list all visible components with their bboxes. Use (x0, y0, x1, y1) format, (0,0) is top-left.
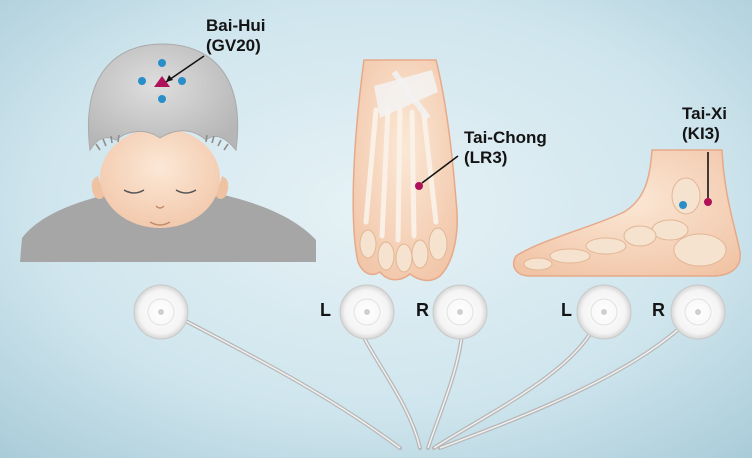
electrode-pad-icon (339, 284, 395, 340)
electrode-side-label-right: R (652, 300, 665, 320)
lr3-code: (LR3) (464, 148, 508, 167)
eye-right (175, 189, 197, 194)
electrode-side-label-right: R (416, 300, 429, 320)
aux-point-right (178, 77, 186, 85)
eye-left (123, 189, 145, 194)
gv20-marker (154, 76, 170, 87)
gv20-name: Bai-Hui (206, 16, 266, 35)
foot-medial-illustration (512, 149, 741, 277)
aux-point-top (158, 59, 166, 67)
lr3-label: Tai-Chong (LR3) (464, 128, 547, 168)
ki3-name: Tai-Xi (682, 104, 728, 123)
lr3-pointer (421, 155, 459, 184)
mouth (149, 221, 171, 226)
lr3-name: Tai-Chong (464, 128, 547, 147)
aux-point-left (138, 77, 146, 85)
gv20-code: (GV20) (206, 36, 261, 55)
face (100, 128, 220, 228)
gv20-label: Bai-Hui (GV20) (206, 16, 266, 56)
ear-right (216, 176, 229, 199)
electrode-pad-icon (576, 284, 632, 340)
ki3-aux-point (679, 201, 687, 209)
ear-left (91, 176, 104, 199)
aux-point-bottom (158, 95, 166, 103)
child-head-illustration (20, 43, 316, 262)
electrode-side-label-left: L (561, 300, 572, 320)
gv20-arrow (165, 55, 205, 83)
foot-dorsal-skin (352, 59, 458, 282)
ki3-marker (704, 198, 712, 206)
electrode-pad-icon (432, 284, 488, 340)
ki3-label: Tai-Xi (KI3) (682, 104, 727, 144)
lr3-marker (415, 182, 423, 190)
ki3-code: (KI3) (682, 124, 720, 143)
electrode-side-label-left: L (320, 300, 331, 320)
electrode-pad-icon (133, 284, 189, 340)
electrode-pad-icon (670, 284, 726, 340)
nose (155, 205, 165, 209)
foot-dorsal-illustration (352, 59, 459, 282)
